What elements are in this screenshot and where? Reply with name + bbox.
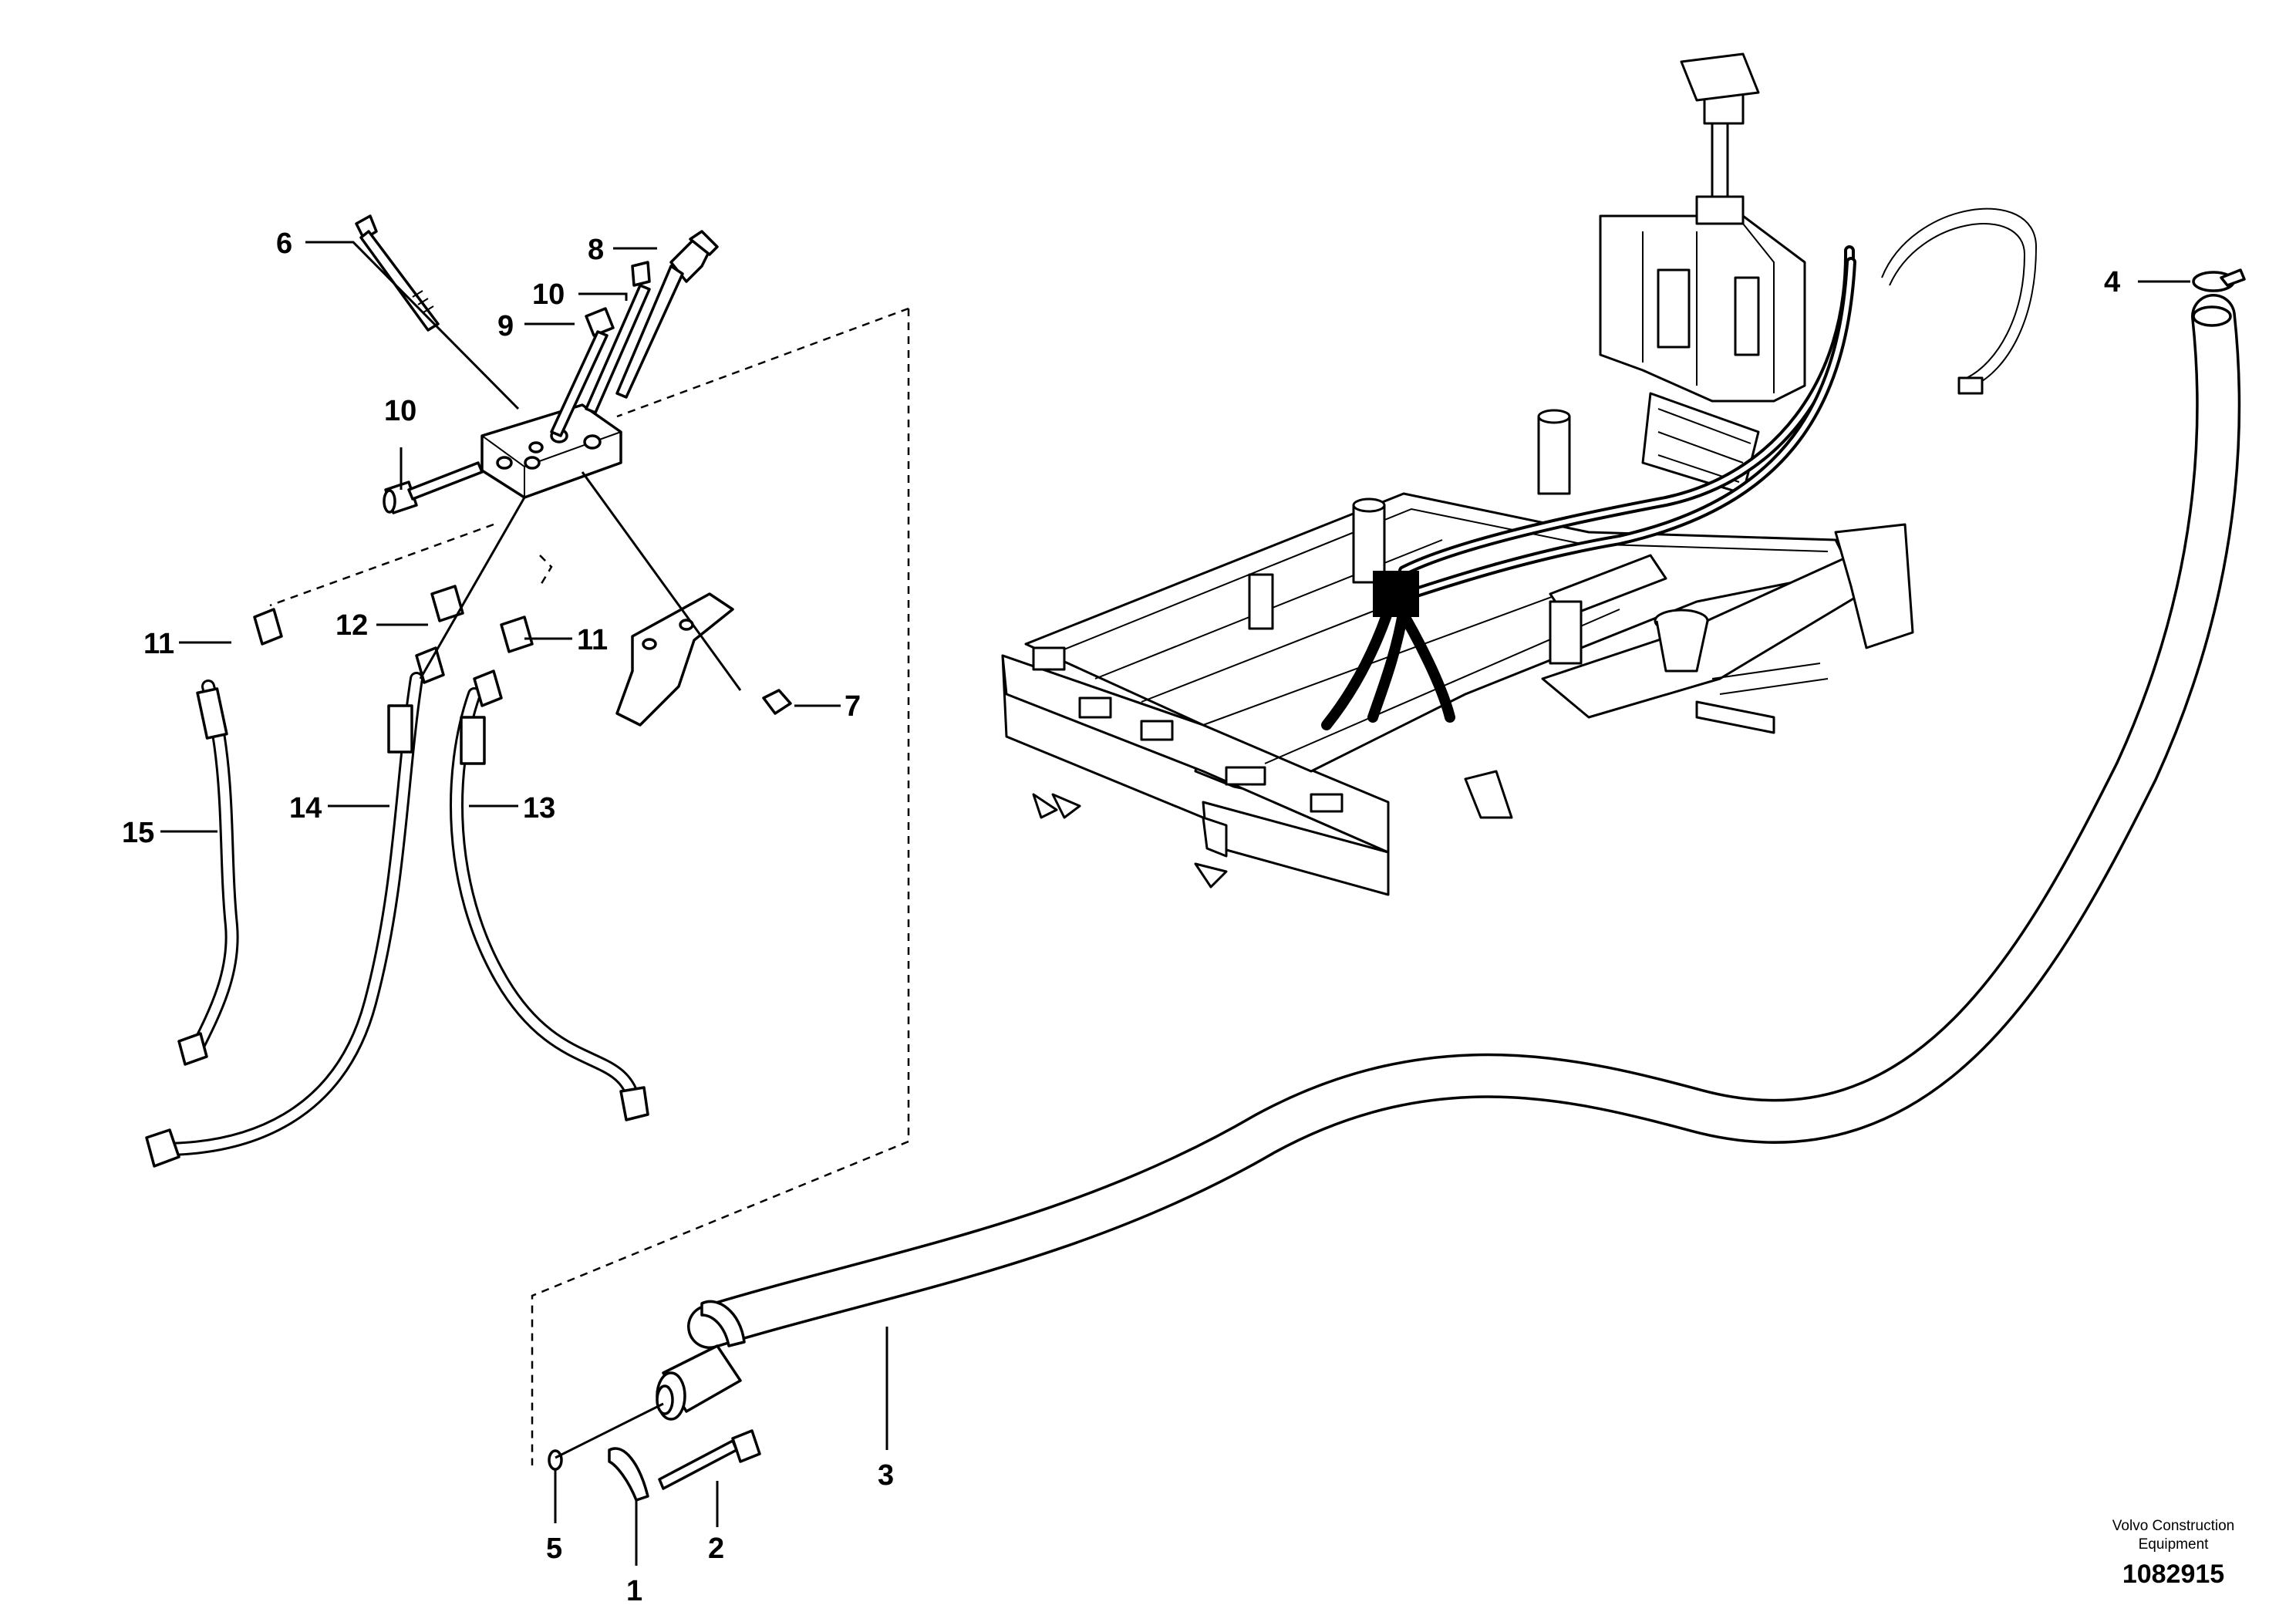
plug-9 (550, 307, 615, 437)
callout-1: 1 (626, 1575, 642, 1607)
hose-13 (450, 615, 649, 1121)
main-hose-3 (656, 294, 2241, 1421)
brand-line-2: Equipment (2139, 1536, 2210, 1553)
elbow-fitting-8 (615, 230, 719, 399)
brand-line-1: Volvo Construction (2112, 1518, 2234, 1534)
document-number: 1082915 (2122, 1560, 2224, 1589)
callout-3: 3 (878, 1459, 894, 1492)
callout-13: 13 (523, 792, 555, 824)
callout-9: 9 (497, 310, 514, 342)
callout-11-right: 11 (577, 624, 608, 656)
bolt-2 (658, 1429, 761, 1490)
callout-10-upper: 10 (532, 278, 565, 311)
callout-8: 8 (588, 234, 604, 266)
flange-halves-1 (608, 1300, 746, 1502)
callout-4: 4 (2104, 266, 2120, 298)
callout-14: 14 (289, 792, 322, 824)
adapter-10-left (383, 461, 484, 514)
bolt-6 (355, 214, 440, 332)
detail-boundary-dashed (269, 307, 910, 1465)
manifold-block (480, 403, 622, 499)
machine-overview-illustration (1001, 52, 2038, 896)
bracket-7 (615, 592, 792, 727)
clamp-4 (2192, 268, 2246, 292)
callout-5: 5 (546, 1533, 562, 1565)
adapter-10-upper (585, 261, 651, 414)
leader-lines (160, 241, 2190, 1566)
callout-11-left: 11 (143, 628, 174, 660)
callout-12: 12 (335, 609, 368, 642)
callout-6: 6 (276, 228, 292, 260)
callout-15: 15 (122, 817, 154, 849)
callout-2: 2 (708, 1533, 724, 1565)
callout-7: 7 (845, 690, 861, 723)
hose-14 (145, 585, 464, 1168)
o-ring-5 (548, 1449, 563, 1471)
hose-15 (177, 608, 283, 1066)
callout-10-left: 10 (384, 395, 416, 427)
